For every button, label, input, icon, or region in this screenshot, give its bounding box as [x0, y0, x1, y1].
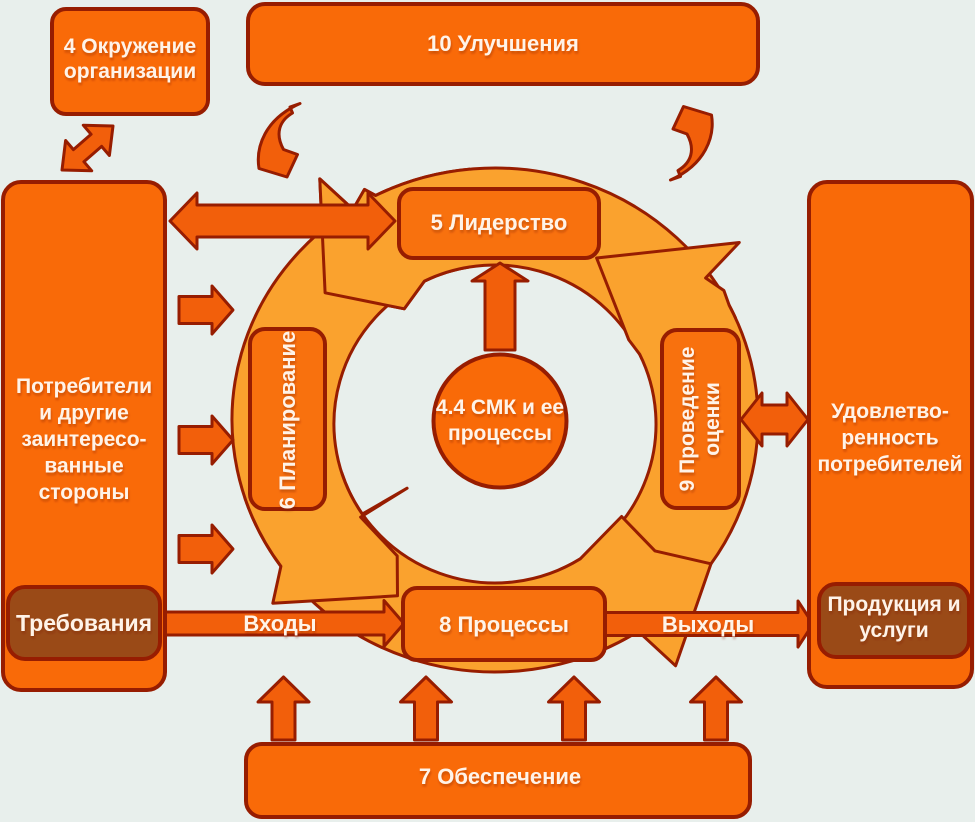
- svg-text:потребителей: потребителей: [817, 453, 962, 476]
- svg-text:Продукция и: Продукция и: [827, 593, 960, 616]
- svg-text:4 Окружение: 4 Окружение: [64, 35, 196, 58]
- svg-text:ванные: ванные: [44, 455, 123, 478]
- svg-text:10 Улучшения: 10 Улучшения: [427, 31, 579, 56]
- svg-text:процессы: процессы: [448, 422, 552, 445]
- svg-text:7 Обеспечение: 7 Обеспечение: [419, 764, 581, 789]
- svg-text:Требования: Требования: [16, 610, 152, 636]
- svg-text:ренность: ренность: [841, 427, 938, 450]
- svg-text:услуги: услуги: [859, 619, 928, 642]
- svg-text:Удовлетво-: Удовлетво-: [831, 400, 949, 423]
- svg-text:Входы: Входы: [243, 611, 316, 636]
- svg-text:и другие: и другие: [39, 402, 129, 425]
- svg-text:5 Лидерство: 5 Лидерство: [431, 210, 568, 235]
- svg-text:6 Планирование: 6 Планирование: [275, 331, 300, 510]
- svg-text:Выходы: Выходы: [662, 612, 754, 637]
- svg-text:заинтересо-: заинтересо-: [21, 428, 146, 451]
- svg-text:Потребители: Потребители: [16, 375, 152, 398]
- svg-text:8 Процессы: 8 Процессы: [439, 612, 569, 637]
- svg-text:стороны: стороны: [39, 481, 130, 504]
- svg-text:4.4 СМК и ее: 4.4 СМК и ее: [436, 396, 564, 419]
- svg-text:оценки: оценки: [701, 382, 724, 456]
- svg-text:организации: организации: [64, 60, 196, 83]
- svg-text:9 Проведение: 9 Проведение: [676, 347, 699, 492]
